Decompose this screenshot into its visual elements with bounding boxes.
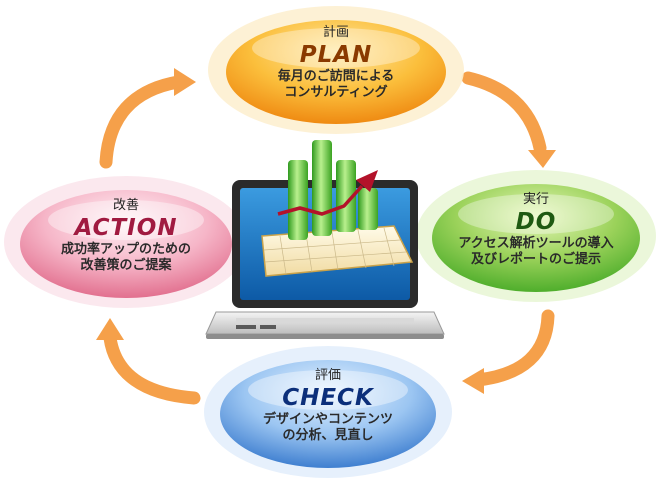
arrow-do-to-check	[462, 309, 555, 394]
plan-desc-line-1: 毎月のご訪問による	[277, 69, 395, 84]
node-plan-shape	[208, 6, 464, 134]
laptop-growth-chart-icon	[205, 140, 445, 339]
do-en-title: DO	[515, 209, 557, 235]
cycle-arrows	[96, 68, 556, 405]
node-plan: 計画 PLAN 毎月のご訪問による コンサルティング	[226, 25, 446, 101]
node-action-shape	[4, 176, 248, 308]
check-en-title: CHECK	[282, 385, 374, 411]
action-jp-title: 改善	[112, 198, 139, 213]
node-check: 評価 CHECK デザインやコンテンツ の分析、見直し	[218, 368, 438, 444]
plan-jp-title: 計画	[322, 25, 349, 40]
node-check-shape	[204, 346, 452, 478]
action-desc-line-1: 成功率アップのための	[60, 242, 191, 257]
do-jp-title: 実行	[522, 192, 549, 207]
node-do: 実行 DO アクセス解析ツールの導入 及びレポートのご提示	[424, 192, 648, 268]
check-jp-title: 評価	[314, 368, 341, 383]
arrow-action-to-plan	[99, 68, 196, 169]
arrow-check-to-action	[96, 318, 201, 405]
arrow-plan-to-do	[461, 71, 556, 168]
node-action: 改善 ACTION 成功率アップのための 改善策のご提案	[16, 198, 236, 274]
do-desc-line-2: 及びレポートのご提示	[470, 252, 601, 267]
plan-en-title: PLAN	[299, 42, 373, 68]
plan-desc-line-2: コンサルティング	[284, 85, 388, 100]
node-do-shape	[416, 170, 656, 302]
action-en-title: ACTION	[74, 215, 178, 241]
check-desc-line-2: の分析、見直し	[282, 428, 374, 443]
do-desc-line-1: アクセス解析ツールの導入	[458, 236, 614, 251]
action-desc-line-2: 改善策のご提案	[80, 258, 172, 273]
check-desc-line-1: デザインやコンテンツ	[262, 412, 393, 427]
